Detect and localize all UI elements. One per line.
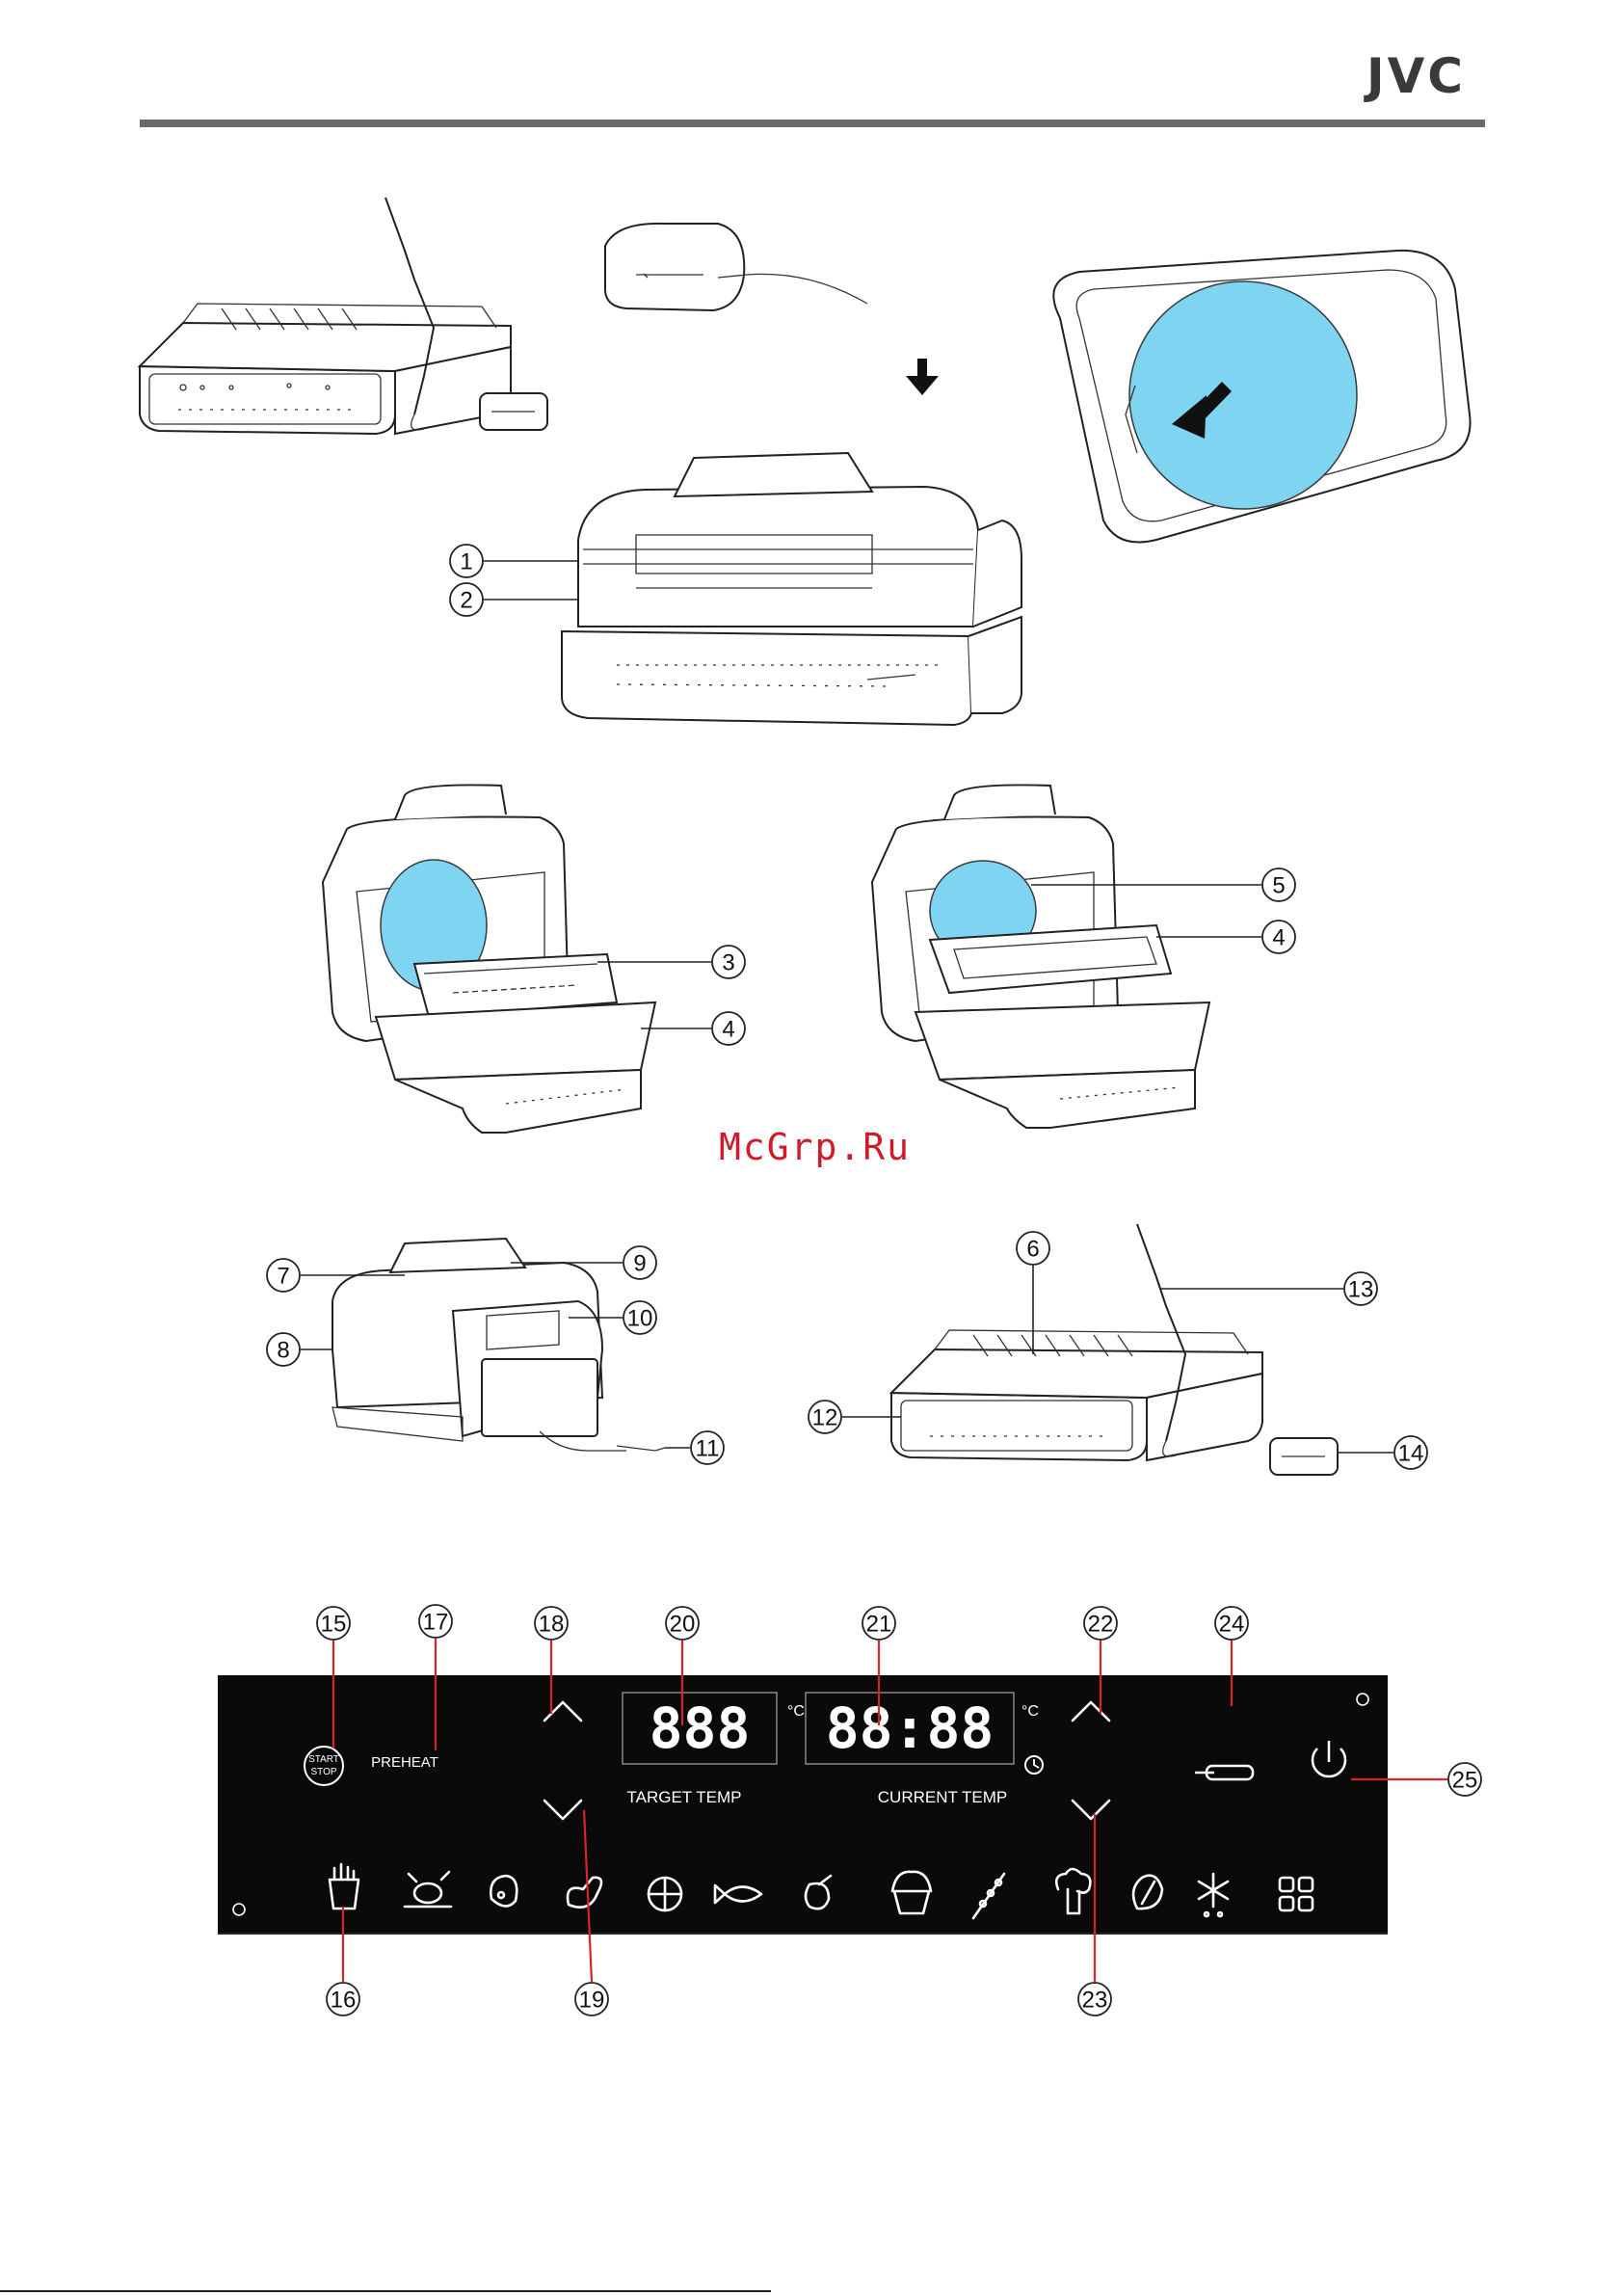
svg-text:16: 16 bbox=[331, 1988, 357, 2014]
svg-text:25: 25 bbox=[1452, 1768, 1478, 1794]
svg-text:5: 5 bbox=[1272, 873, 1285, 899]
svg-text:START: START bbox=[308, 1754, 339, 1765]
callout-11: 11 bbox=[665, 1431, 724, 1464]
svg-text:3: 3 bbox=[722, 950, 734, 976]
pizza-icon[interactable] bbox=[649, 1878, 681, 1910]
current-temp-display: 88:88 bbox=[806, 1693, 1014, 1764]
svg-text:14: 14 bbox=[1398, 1441, 1424, 1467]
probe-storage-illustration bbox=[605, 224, 867, 310]
svg-text:15: 15 bbox=[321, 1612, 347, 1638]
callout-8: 8 bbox=[267, 1333, 332, 1366]
svg-text:23: 23 bbox=[1082, 1988, 1108, 2014]
svg-text:18: 18 bbox=[539, 1612, 565, 1638]
callout-4-right: 4 bbox=[1156, 921, 1295, 953]
svg-text:1: 1 bbox=[460, 549, 472, 575]
current-temp-label: CURRENT TEMP bbox=[878, 1788, 1007, 1806]
callout-3: 3 bbox=[597, 946, 745, 978]
svg-text:20: 20 bbox=[670, 1612, 696, 1638]
svg-text:88:88: 88:88 bbox=[826, 1695, 995, 1761]
svg-text:12: 12 bbox=[812, 1405, 838, 1431]
appliance-closed-illustration bbox=[562, 453, 1021, 725]
svg-text:888: 888 bbox=[650, 1695, 751, 1761]
preheat-button[interactable]: PREHEAT bbox=[371, 1754, 438, 1771]
target-temp-label: TARGET TEMP bbox=[626, 1788, 741, 1806]
svg-text:22: 22 bbox=[1088, 1612, 1114, 1638]
svg-text:11: 11 bbox=[696, 1436, 720, 1462]
control-panel: START STOP PREHEAT 888 °C TARGET TEMP 88… bbox=[218, 1675, 1388, 1934]
current-temp-unit: °C bbox=[1021, 1703, 1039, 1720]
svg-text:4: 4 bbox=[722, 1017, 734, 1043]
down-arrow-icon bbox=[906, 359, 939, 395]
grill-labeled-illustration bbox=[891, 1224, 1338, 1475]
svg-text:STOP: STOP bbox=[310, 1767, 336, 1777]
target-temp-unit: °C bbox=[787, 1703, 805, 1720]
watermark: McGrp.Ru bbox=[719, 1126, 911, 1168]
svg-text:4: 4 bbox=[1272, 925, 1285, 951]
callout-4-left: 4 bbox=[641, 1012, 745, 1045]
callout-12: 12 bbox=[809, 1401, 901, 1433]
svg-text:7: 7 bbox=[277, 1264, 289, 1290]
appliance-open-tray-illustration bbox=[872, 785, 1209, 1128]
svg-text:21: 21 bbox=[866, 1612, 892, 1638]
footer-rule bbox=[0, 2290, 771, 2292]
svg-text:24: 24 bbox=[1219, 1612, 1245, 1638]
svg-text:8: 8 bbox=[277, 1338, 289, 1364]
drip-tray-illustration bbox=[1053, 251, 1470, 543]
svg-text:9: 9 bbox=[633, 1251, 646, 1277]
svg-text:17: 17 bbox=[423, 1610, 449, 1636]
callout-14: 14 bbox=[1338, 1436, 1427, 1469]
callout-1: 1 bbox=[450, 545, 578, 577]
appliance-open-basket-illustration bbox=[323, 785, 655, 1133]
callout-2: 2 bbox=[450, 583, 578, 616]
svg-text:6: 6 bbox=[1026, 1237, 1039, 1263]
grill-with-probe-illustration bbox=[140, 198, 547, 434]
appliance-rear-illustration bbox=[332, 1239, 665, 1451]
svg-text:2: 2 bbox=[460, 588, 472, 614]
callout-13: 13 bbox=[1161, 1272, 1377, 1305]
svg-text:19: 19 bbox=[579, 1988, 605, 2014]
svg-text:10: 10 bbox=[627, 1306, 653, 1332]
svg-text:13: 13 bbox=[1348, 1277, 1374, 1303]
